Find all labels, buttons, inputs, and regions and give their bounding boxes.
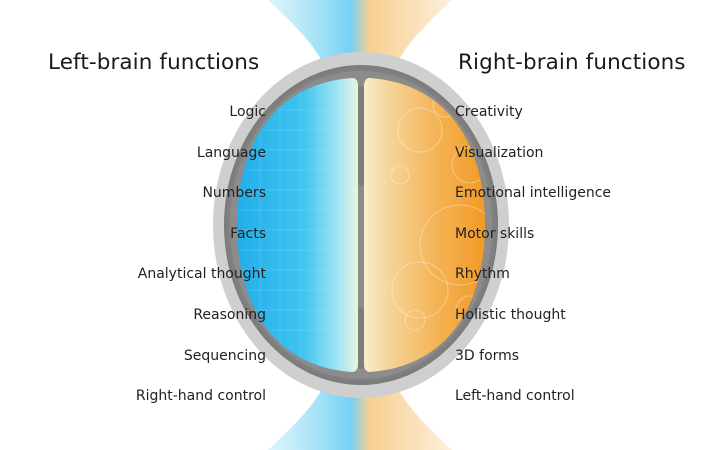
left-hemisphere (237, 78, 358, 372)
right-function-list: Creativity Visualization Emotional intel… (455, 101, 611, 426)
bottom-light-beam (268, 370, 452, 450)
left-function-item: Language (196, 144, 266, 161)
right-brain-heading: Right-brain functions (458, 50, 686, 75)
right-function-item: Rhythm (455, 266, 510, 283)
left-function-item: Facts (230, 225, 266, 242)
right-function-item: 3D forms (455, 347, 520, 364)
left-brain-heading: Left-brain functions (48, 50, 260, 75)
left-function-item: Reasoning (193, 306, 266, 323)
right-function-item: Visualization (455, 144, 544, 161)
left-function-list: Logic Language Numbers Facts Analytical … (136, 101, 266, 426)
left-function-item: Logic (229, 104, 266, 120)
fissure-bottom (358, 307, 364, 369)
right-function-item: Emotional intelligence (455, 185, 612, 202)
left-function-item: Analytical thought (137, 266, 266, 283)
top-light-beam (268, 0, 452, 80)
fissure-top (358, 86, 364, 186)
right-function-item: Holistic thought (455, 306, 566, 323)
right-function-item: Left-hand control (455, 388, 575, 405)
left-function-item: Right-hand control (135, 388, 266, 405)
right-hemisphere (364, 78, 485, 372)
left-function-item: Sequencing (183, 347, 266, 364)
right-function-item: Creativity (455, 104, 523, 120)
left-function-item: Numbers (202, 185, 266, 202)
right-function-item: Motor skills (455, 225, 535, 242)
